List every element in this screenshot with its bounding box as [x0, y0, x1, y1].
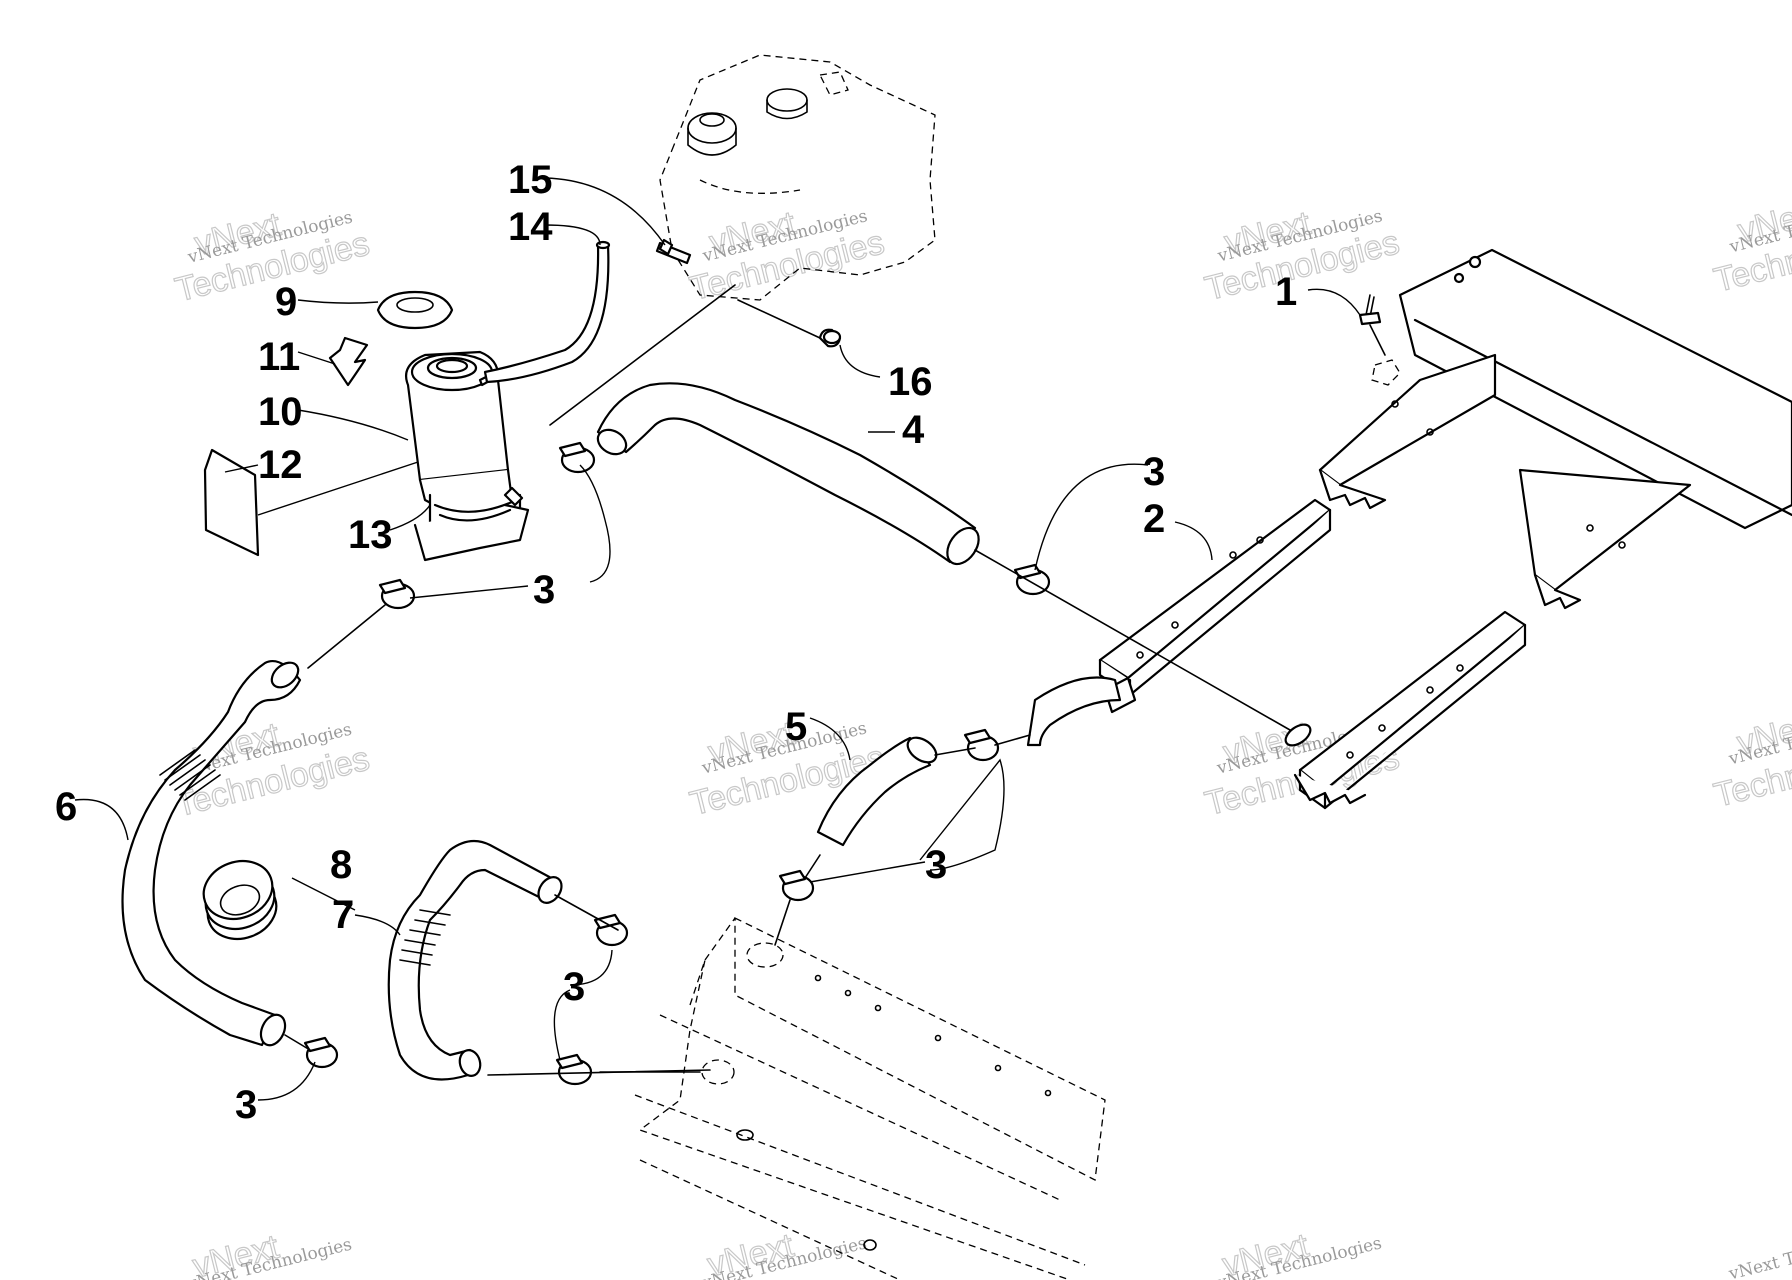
- callout-16: 16: [888, 360, 933, 404]
- callout-1: 1: [1275, 270, 1297, 314]
- callout-14: 14: [508, 205, 553, 249]
- hose-middle-short: [816, 736, 938, 847]
- hose-lower-left: [387, 839, 563, 1081]
- decal-sheet: [203, 448, 260, 557]
- decal-arrow: [328, 336, 369, 387]
- svg-text:vNext Technologies: vNext Technologies: [1726, 1224, 1792, 1280]
- overflow-tube: [483, 240, 611, 384]
- callout-11: 11: [258, 335, 300, 379]
- callout-3-lower-middle: 3: [563, 965, 585, 1009]
- watermark-mid-edge: vNext vNext Technologies Technologies: [1710, 704, 1792, 815]
- watermark-top-left: vNext vNext Technologies Technologies: [171, 205, 374, 310]
- hose-clamp-f: [593, 913, 629, 947]
- watermark-bottom-middle: vNext vNext Technologies: [699, 1226, 869, 1280]
- hose-clamp-d: [963, 728, 1000, 762]
- coolant-bottle: [404, 350, 530, 562]
- heat-exchanger-upper: [1318, 248, 1792, 610]
- callout-13: 13: [348, 513, 393, 557]
- leader-lines: [74, 177, 1361, 1101]
- callout-3-lower-left: 3: [235, 1083, 257, 1127]
- reference-engine-case: [634, 916, 1106, 1280]
- hose-clamp-a: [378, 578, 416, 610]
- hose-upper-long: [596, 382, 980, 566]
- callout-9: 9: [275, 280, 297, 324]
- hose-clamp-e: [778, 869, 815, 902]
- watermark-bottom-right: vNext vNext Technologies: [1214, 1226, 1384, 1280]
- watermark-top-edge: vNext vNext Technologies Technologies: [1710, 192, 1792, 300]
- clamp-ring: [202, 859, 278, 941]
- heat-exchanger-lower: [1284, 610, 1527, 810]
- hose-clamp-h: [303, 1036, 339, 1069]
- callout-6: 6: [55, 785, 77, 829]
- assembly-lines: [284, 284, 1291, 1076]
- callout-8: 8: [330, 843, 352, 887]
- callout-5: 5: [785, 705, 807, 749]
- watermark-top-right: vNext vNext Technologies Technologies: [1201, 203, 1404, 308]
- radiator-cap: [376, 290, 454, 330]
- callout-labels: 1 2 3 3 3 3 3 4 5 6 7 8 9 10 11 12 13 14…: [55, 158, 1297, 1127]
- callout-12: 12: [258, 443, 303, 487]
- rivet: [1358, 294, 1401, 386]
- spacer: [818, 328, 842, 348]
- callout-4: 4: [902, 408, 925, 452]
- callout-15: 15: [508, 158, 553, 202]
- bracket-screw: [655, 238, 692, 265]
- watermark-top-middle: vNext vNext Technologies Technologies: [686, 203, 889, 308]
- hose-clamp-b: [558, 441, 596, 474]
- watermark-bottom-edge: vNext Technologies: [1726, 1224, 1792, 1280]
- hose-clamp-g: [555, 1053, 593, 1086]
- callout-3-middle: 3: [925, 843, 947, 887]
- watermark-bottom-left: vNext vNext Technologies: [184, 1227, 354, 1280]
- heat-exchanger-middle: [1026, 498, 1332, 747]
- callout-3-upper-right: 3: [1143, 450, 1165, 494]
- reference-tank: [659, 54, 936, 301]
- callout-7: 7: [332, 893, 354, 937]
- hose-left-long: [121, 659, 302, 1047]
- callout-3-upper-left: 3: [533, 568, 555, 612]
- callout-10: 10: [258, 390, 303, 434]
- callout-2: 2: [1143, 497, 1165, 541]
